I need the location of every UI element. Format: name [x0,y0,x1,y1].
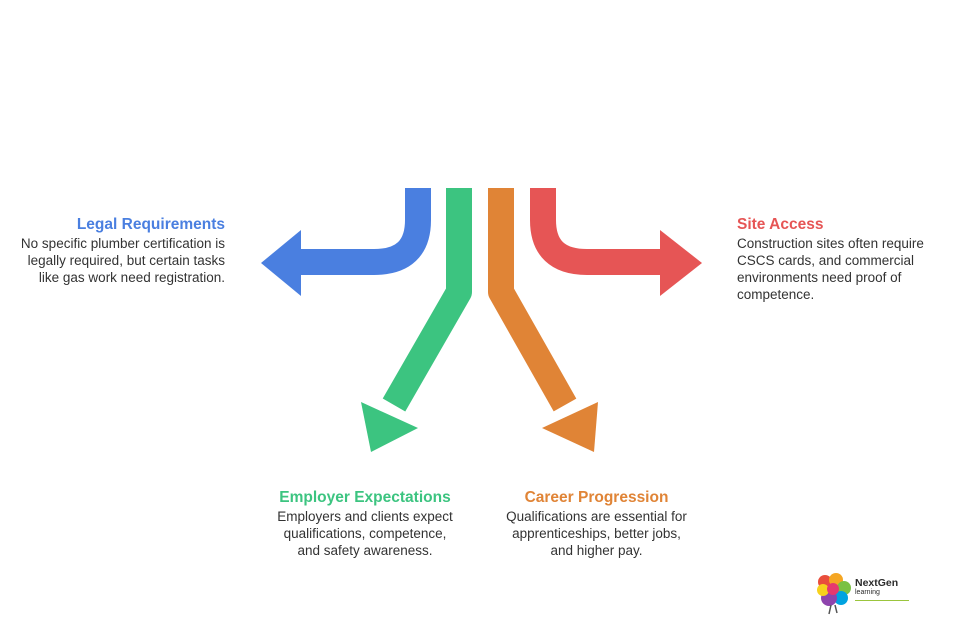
site-access-block: Site Access Construction sites often req… [737,215,937,303]
career-arrow [488,188,598,452]
career-progression-block: Career Progression Qualifications are es… [500,488,693,559]
employer-arrow-head [361,402,418,452]
career-progression-title: Career Progression [524,489,669,506]
employer-expectations-block: Employer Expectations Employers and clie… [275,488,455,559]
site-access-title: Site Access [737,216,824,233]
legal-arrow [261,188,431,296]
logo-underline [855,600,909,601]
logo-name: NextGen [855,577,899,589]
career-arrow-head [542,402,598,452]
legal-arrow-shaft [296,188,431,275]
brain-icon [817,573,851,615]
legal-requirements-description: No specific plumber certification is leg… [20,236,225,285]
career-progression-description: Qualifications are essential for apprent… [506,509,687,558]
logo-subtitle: learning [855,589,880,596]
site-arrow [530,188,702,296]
employer-arrow-shaft [382,188,472,412]
employer-expectations-title: Employer Expectations [279,489,451,506]
site-access-description: Construction sites often require CSCS ca… [737,236,924,302]
legal-arrow-head [261,230,301,296]
nextgen-logo: NextGen learning [815,572,915,618]
site-arrow-shaft [530,188,665,275]
legal-requirements-title: Legal Requirements [76,216,225,233]
employer-arrow [361,188,472,452]
site-arrow-head [660,230,702,296]
career-arrow-shaft [488,188,577,412]
employer-expectations-description: Employers and clients expect qualificati… [277,509,453,558]
legal-requirements-block: Legal Requirements No specific plumber c… [20,215,225,286]
